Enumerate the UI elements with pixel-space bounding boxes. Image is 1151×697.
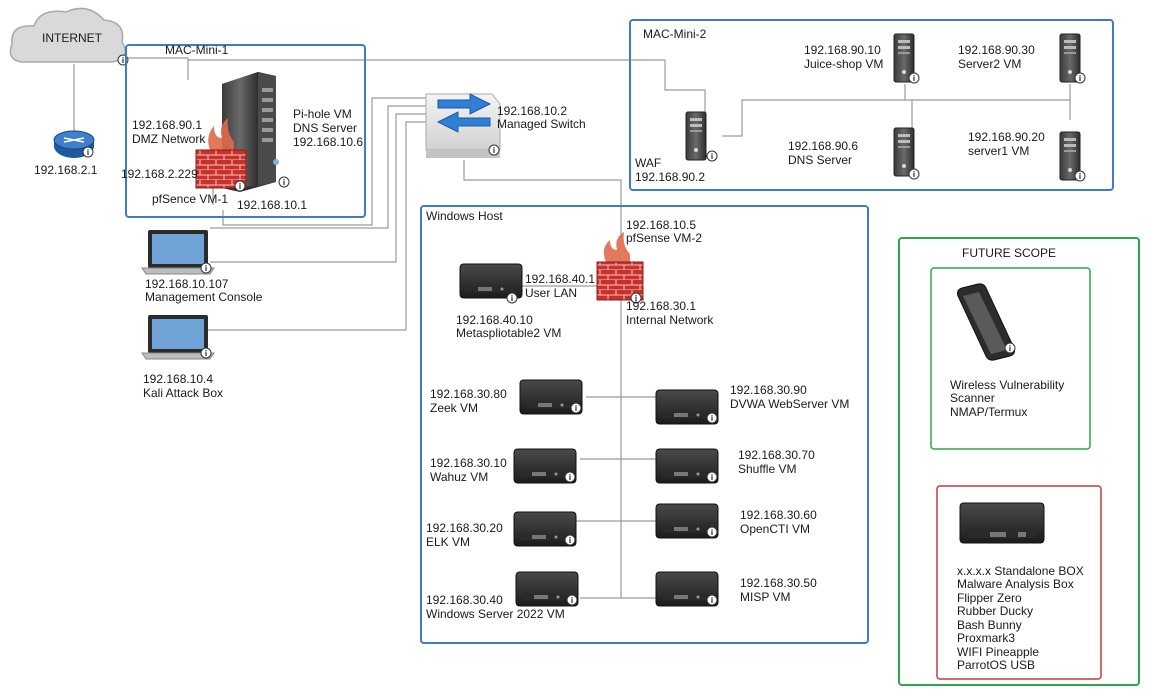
future-scope-frame [898,237,1140,686]
server1-tower-icon[interactable] [1059,131,1086,182]
vm-ip: 192.168.30.70 [738,448,815,462]
pfs2-ip: 192.168.10.5 [626,218,696,232]
kali-label: Kali Attack Box [143,386,223,400]
meta-ip: 192.168.40.10 [456,313,533,327]
windows-host-title: Windows Host [426,209,503,223]
internal-ip: 192.168.30.1 [626,299,696,313]
opencti-vm-icon[interactable] [655,503,719,539]
mac-mini-1-frame [125,44,366,218]
pfsense-2-firewall-icon[interactable] [596,232,644,304]
vm-label: DVWA WebServer VM [730,397,849,411]
pihole-role: DNS Server [293,121,357,135]
standalone-box-icon[interactable] [959,502,1045,544]
user-lan-ip: 192.168.40.1 [525,272,595,286]
juice-label: Juice-shop VM [804,57,883,71]
mgmt-ip: 192.168.10.107 [145,277,229,291]
switch-ip: 192.168.10.2 [497,104,567,118]
pfsense-1-name: pfSence VM-1 [152,192,228,206]
vm-label: OpenCTI VM [740,522,810,536]
internet-label: INTERNET [42,31,103,45]
vm-ip: 192.168.30.50 [740,576,817,590]
standalone-box-frame [936,485,1102,680]
elk-vm-icon[interactable] [513,511,577,547]
internal-label: Internal Network [626,313,714,327]
standalone-line: Rubber Ducky [957,604,1033,618]
internet-cloud: INTERNET [9,7,129,66]
vm-label: Wahuz VM [430,470,488,484]
standalone-line: Bash Bunny [957,618,1022,632]
dmz-label: DMZ Network [132,132,206,146]
zeek-vm-icon[interactable] [519,379,583,415]
mac-mini-2-frame [629,19,1114,191]
dns-server-tower-icon[interactable] [893,127,920,180]
wireless-line: NMAP/Termux [950,405,1027,419]
pihole-ip: 192.168.10.6 [293,135,363,149]
mac-mini-2-title: MAC-Mini-2 [643,27,707,41]
server2-ip: 192.168.90.30 [958,43,1035,57]
future-scope-title: FUTURE SCOPE [962,246,1056,260]
standalone-line: ParrotOS USB [957,658,1035,672]
management-console-laptop-icon[interactable] [141,229,215,275]
standalone-line: Malware Analysis Box [957,577,1074,591]
pfs2-name: pfSense VM-2 [626,231,702,245]
waf-ip: 192.168.90.2 [635,170,705,184]
misp-vm-icon[interactable] [655,571,719,607]
metasploitable-vm-icon[interactable] [459,263,523,304]
kali-laptop-icon[interactable] [141,314,215,360]
user-lan-label: User LAN [525,286,577,300]
vm-ip: 192.168.30.60 [740,508,817,522]
mgmt-label: Management Console [145,290,263,304]
connection-lines [73,57,1071,599]
dmz-ip: 192.168.90.1 [132,118,202,132]
vm-ip: 192.168.30.80 [430,387,507,401]
vm-label: MISP VM [740,590,790,604]
standalone-line: Proxmark3 [957,631,1015,645]
dvwa-vm-icon[interactable] [655,389,719,425]
mac-mini-1-title: MAC-Mini-1 [165,43,229,57]
vm-ip: 192.168.30.40 [426,593,503,607]
vm-label: Zeek VM [430,401,478,415]
server1-label: server1 VM [968,144,1029,158]
lan-ip: 192.168.10.1 [237,198,307,212]
vm-label: ELK VM [426,535,470,549]
standalone-line: Flipper Zero [957,591,1022,605]
shuffle-vm-icon[interactable] [655,448,719,484]
vm-label: Shuffle VM [738,462,796,476]
waf-label: WAF [635,156,661,170]
dns-label: DNS Server [788,153,852,167]
wireless-line: Scanner [950,391,995,405]
server2-label: Server2 VM [958,57,1021,71]
windows-host-frame [420,205,869,644]
standalone-line: WIFI Pineapple [957,645,1039,659]
juice-ip: 192.168.90.10 [804,43,881,57]
smartphone-icon[interactable] [957,283,1016,361]
waf-tower-icon[interactable] [685,111,718,162]
server1-ip: 192.168.90.20 [968,130,1045,144]
pfsense-1-firewall-icon[interactable] [195,118,247,192]
kali-ip: 192.168.10.4 [143,372,213,386]
standalone-line: x.x.x.x Standalone BOX [957,564,1084,578]
vm-label: Windows Server 2022 VM [426,607,565,621]
wireless-line: Wireless Vulnerability [950,378,1064,392]
router-ip: 192.168.2.1 [34,163,98,177]
router[interactable] [53,130,95,158]
vm-ip: 192.168.30.20 [426,521,503,535]
juice-shop-tower-icon[interactable] [893,33,920,84]
vm-ip: 192.168.30.90 [730,383,807,397]
vm-ip: 192.168.30.10 [430,456,507,470]
pihole-name: Pi-hole VM [293,107,352,121]
windows-server-vm-icon[interactable] [515,571,579,607]
wireless-scanner-frame [930,267,1091,450]
wan-ip: 192.168.2.229 [121,167,198,181]
dns-ip: 192.168.90.6 [788,139,858,153]
managed-switch[interactable] [425,93,501,158]
server2-tower-icon[interactable] [1059,33,1086,84]
meta-label: Metaspliotable2 VM [456,326,561,340]
wazuh-vm-icon[interactable] [513,448,577,484]
switch-label: Managed Switch [497,117,586,131]
